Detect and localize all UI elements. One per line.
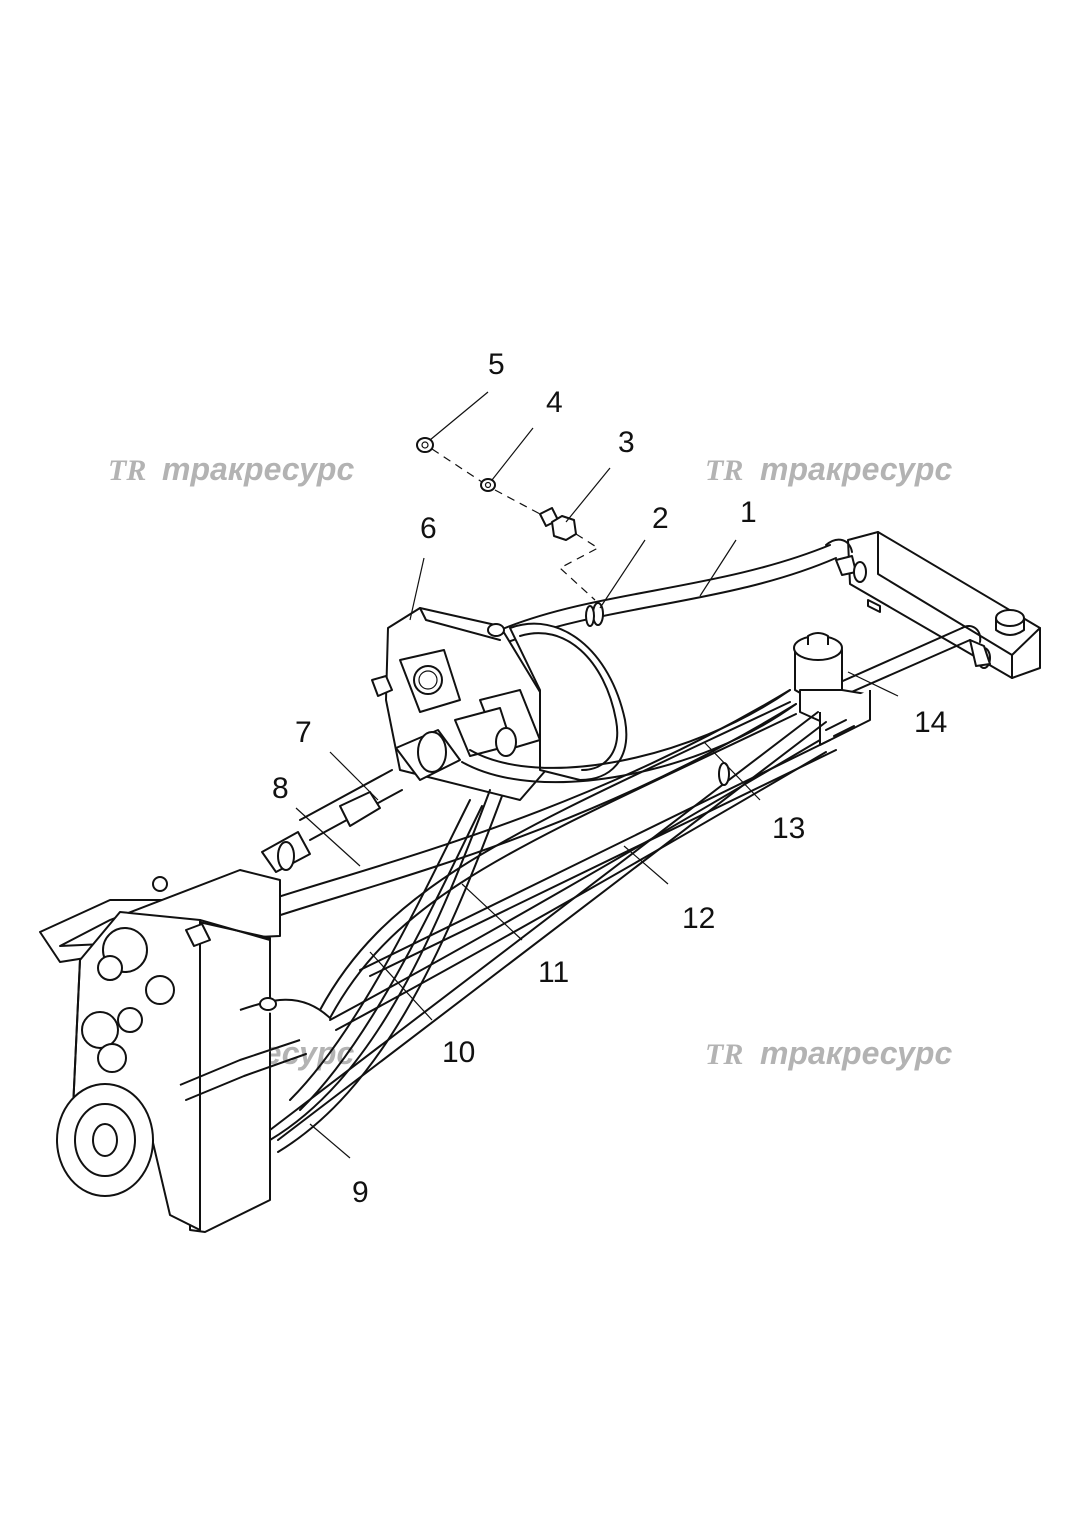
leader-lines xyxy=(295,391,899,1159)
watermark-text: тракресурс xyxy=(162,451,354,487)
callout-12: 12 xyxy=(682,902,715,935)
assembly-dash-line xyxy=(431,448,600,601)
hose-1 xyxy=(504,538,867,643)
callout-10: 10 xyxy=(442,1036,475,1069)
propeller-shaft-7 xyxy=(261,729,461,873)
callout-8: 8 xyxy=(272,772,289,805)
washer-5 xyxy=(416,437,434,453)
watermark-logo: TR xyxy=(705,1038,743,1071)
watermark-top-left: TR тракресурс xyxy=(108,451,354,487)
callout-9: 9 xyxy=(352,1176,369,1209)
callout-7: 7 xyxy=(295,716,312,749)
callout-2: 2 xyxy=(652,502,669,535)
watermark-bottom-right: TR тракресурс xyxy=(705,1035,952,1071)
frame-tubes xyxy=(269,711,837,1141)
watermark-top-right: TR тракресурс xyxy=(705,451,952,487)
hose-12 xyxy=(329,739,827,1031)
callout-4: 4 xyxy=(546,386,563,419)
gearbox xyxy=(39,869,331,1233)
cooler-tank xyxy=(847,531,1041,679)
converter-housing-6 xyxy=(371,607,628,801)
callout-labels: 1 2 3 4 5 6 7 8 9 10 11 12 13 14 xyxy=(272,348,947,1209)
callout-1: 1 xyxy=(740,496,757,529)
hose-10 xyxy=(289,799,483,1111)
watermark-logo: TR xyxy=(108,454,146,487)
callout-14: 14 xyxy=(914,706,947,739)
callout-6: 6 xyxy=(420,512,437,545)
watermark-text: тракресурс xyxy=(760,1035,952,1071)
filter-14 xyxy=(793,632,871,746)
callout-5: 5 xyxy=(488,348,505,381)
callout-13: 13 xyxy=(772,812,805,845)
callout-11: 11 xyxy=(538,956,569,989)
hose-13 xyxy=(461,689,797,784)
watermark-logo: TR xyxy=(705,454,743,487)
fitting-3 xyxy=(539,507,577,541)
callout-3: 3 xyxy=(618,426,635,459)
watermark-text: тракресурс xyxy=(760,451,952,487)
hose-9 xyxy=(269,789,503,1153)
washer-4 xyxy=(480,478,496,492)
hose-clamp-2 xyxy=(585,602,604,627)
